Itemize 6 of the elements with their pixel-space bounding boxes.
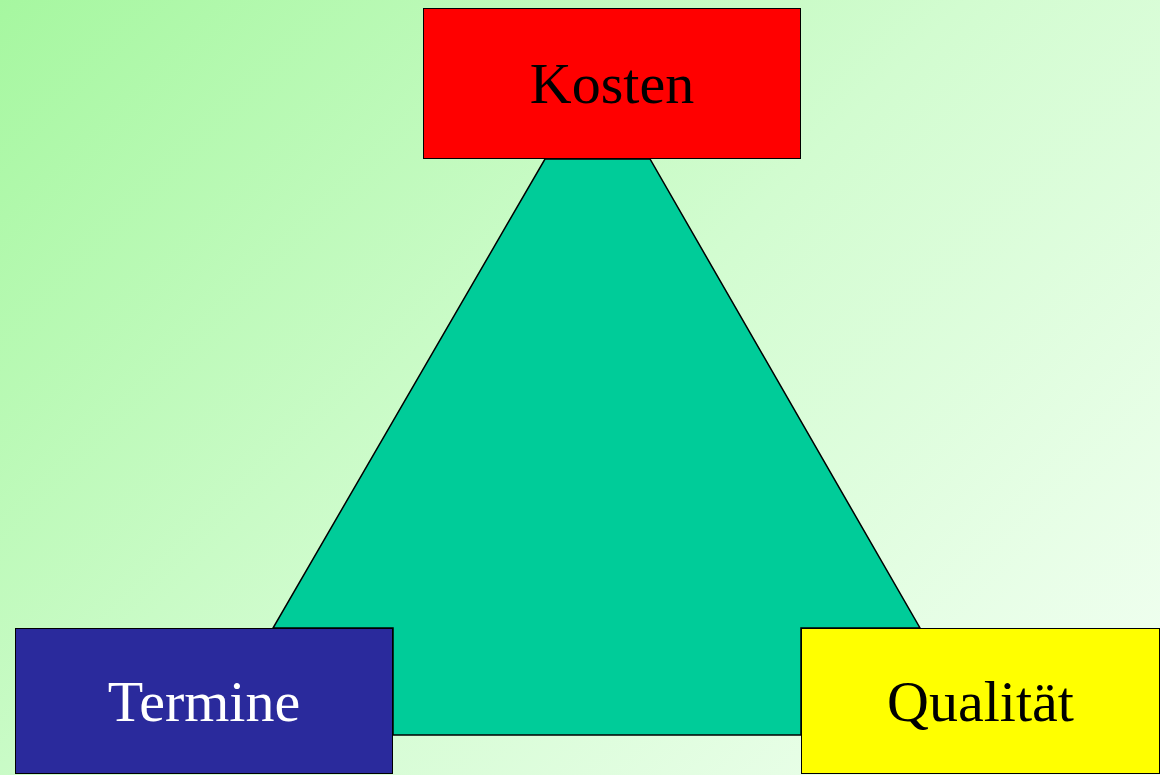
box-label: Termine (107, 667, 301, 735)
label-box (15, 628, 393, 774)
label-box (423, 8, 801, 159)
box-label: Qualität (887, 667, 1074, 735)
box-label: Kosten (529, 50, 695, 117)
label-box (801, 628, 1160, 774)
